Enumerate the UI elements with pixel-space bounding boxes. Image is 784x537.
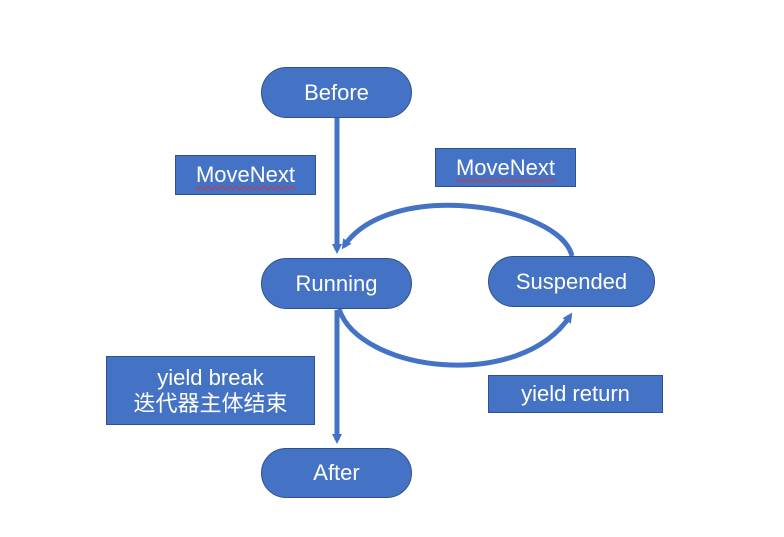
arrow-running-to-suspended bbox=[336, 308, 573, 368]
yield-break-line1: yield break bbox=[157, 365, 264, 391]
yield-return-text: yield return bbox=[521, 381, 630, 407]
state-running-label: Running bbox=[295, 270, 378, 296]
transition-label-movenext-initial: MoveNext bbox=[175, 155, 316, 195]
arrow-suspended-to-running bbox=[341, 202, 575, 257]
state-suspended-label: Suspended bbox=[515, 268, 628, 294]
state-after-label: After bbox=[313, 460, 360, 485]
yield-break-line2: 迭代器主体结束 bbox=[133, 390, 288, 416]
transition-label-movenext-resume: MoveNext bbox=[435, 148, 576, 187]
state-running: Running bbox=[261, 258, 412, 309]
state-before: Before bbox=[261, 67, 412, 118]
transition-label-yield-break: yield break 迭代器主体结束 bbox=[106, 356, 315, 425]
transition-label-yield-return: yield return bbox=[488, 375, 663, 413]
movenext-resume-text: MoveNext bbox=[455, 154, 556, 180]
state-suspended: Suspended bbox=[488, 256, 655, 307]
state-before-label: Before bbox=[304, 79, 369, 105]
state-after: After bbox=[261, 448, 412, 498]
movenext-initial-text: MoveNext bbox=[195, 162, 296, 188]
